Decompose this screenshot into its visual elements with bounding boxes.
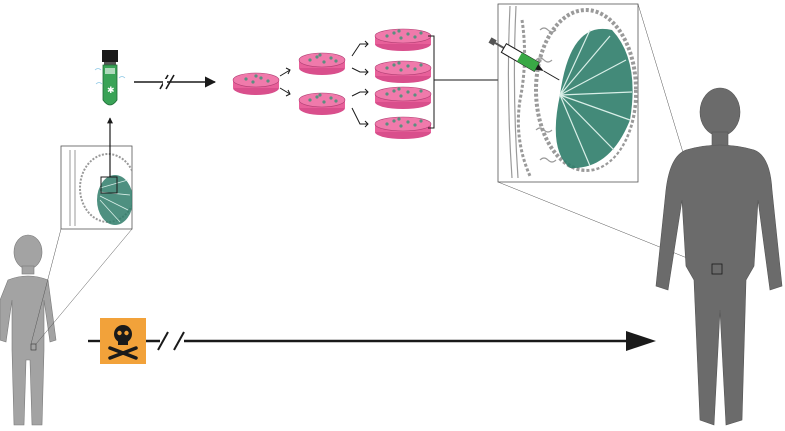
culture-dish — [374, 60, 432, 83]
adult-body — [655, 144, 783, 426]
timeline-arrow — [88, 331, 656, 351]
small-testis-biopsy — [60, 145, 133, 230]
syringe-icon — [488, 37, 560, 81]
biopsy-site-marker — [100, 176, 118, 194]
svg-text:✱: ✱ — [107, 86, 115, 96]
adult-figure — [655, 87, 783, 426]
adult-groin-marker — [711, 263, 723, 275]
child-figure — [0, 234, 57, 426]
adult-head — [699, 87, 741, 137]
child-body — [0, 275, 57, 426]
culture-dish — [232, 72, 280, 95]
culture-dish — [298, 52, 346, 75]
child-head — [13, 234, 43, 270]
culture-expansion — [232, 28, 432, 139]
child-groin-marker — [30, 343, 37, 351]
culture-dish — [298, 92, 346, 115]
large-testis-transplant — [497, 3, 639, 183]
skull-crossbones-icon — [100, 318, 146, 364]
culture-dish — [374, 86, 432, 109]
cryo-vial-icon: ✱ — [94, 50, 126, 106]
culture-dish — [374, 28, 432, 51]
culture-dish — [374, 116, 432, 139]
arrow-to-culture — [134, 74, 217, 90]
projection-lines-child — [30, 228, 133, 345]
